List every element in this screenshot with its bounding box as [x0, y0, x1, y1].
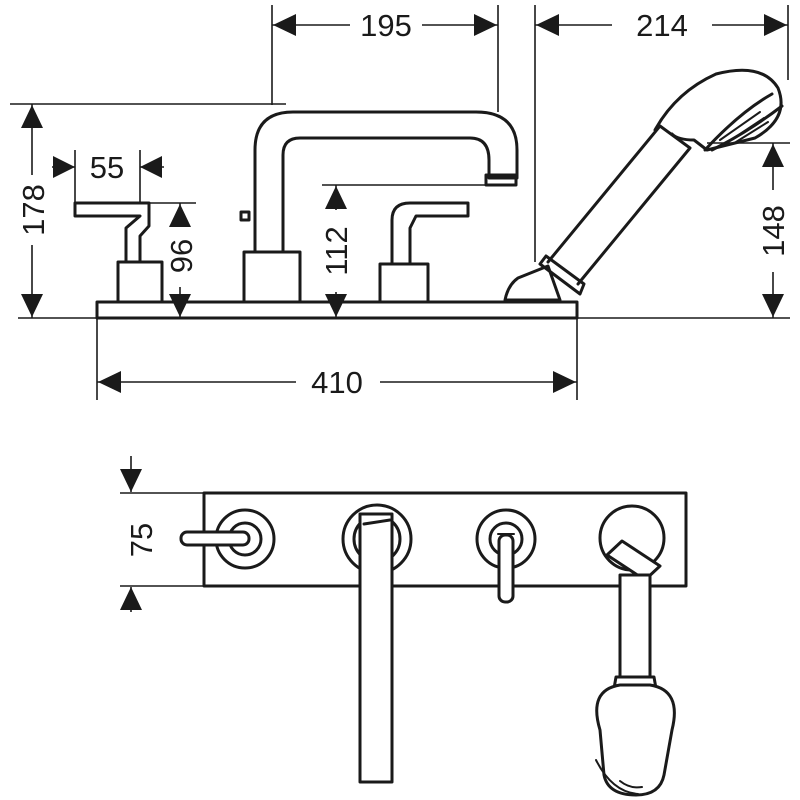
hand-shower — [503, 68, 784, 302]
dim-label-178: 178 — [16, 184, 51, 236]
top-plan-view: 75 — [120, 456, 688, 797]
plan-right-handle — [475, 508, 537, 604]
plan-left-handle — [179, 508, 276, 570]
dim-plate-depth: 75 — [120, 456, 204, 612]
dim-label-148: 148 — [756, 205, 791, 257]
dim-handle-width: 55 — [52, 150, 164, 203]
dim-label-112: 112 — [319, 226, 354, 275]
dim-overall-height: 178 — [10, 103, 286, 319]
front-elevation-view: 195 214 178 — [10, 5, 791, 400]
plan-hand-shower — [595, 504, 676, 797]
spout — [239, 110, 519, 304]
dim-label-96: 96 — [164, 239, 199, 273]
dim-label-195: 195 — [360, 8, 412, 43]
dim-plate-length: 410 — [96, 318, 578, 400]
dim-handle-height: 96 — [149, 202, 199, 318]
dim-label-214: 214 — [636, 8, 688, 43]
dim-handshower-width: 214 — [534, 5, 789, 262]
dim-label-410: 410 — [311, 365, 363, 400]
dim-spout-reach: 195 — [271, 5, 499, 112]
plan-spout — [341, 503, 413, 784]
dim-label-75: 75 — [124, 523, 159, 557]
dim-handshower-height: 148 — [577, 142, 791, 319]
left-handle — [73, 201, 164, 304]
dim-spout-height: 112 — [319, 184, 516, 318]
right-handle — [378, 201, 470, 304]
dim-label-55: 55 — [90, 150, 124, 185]
